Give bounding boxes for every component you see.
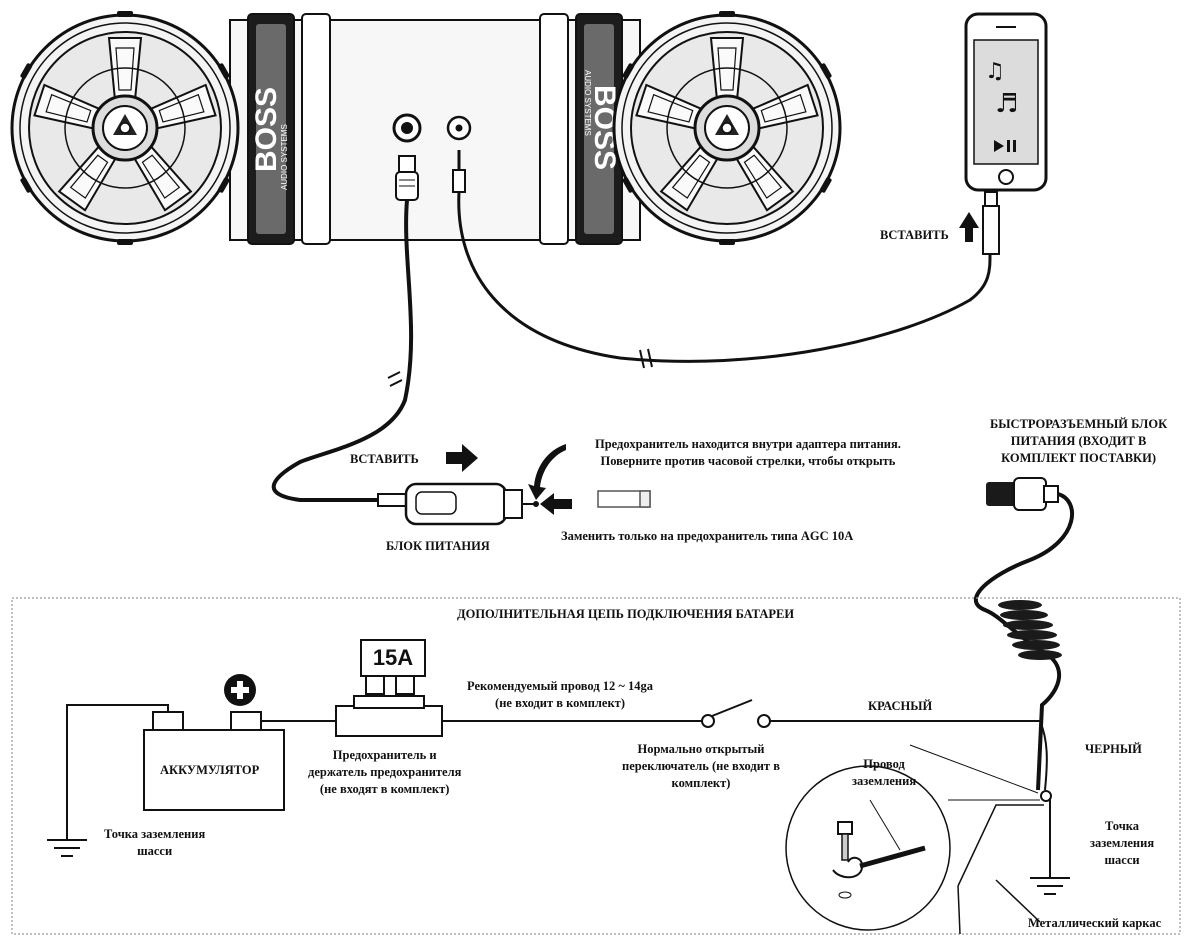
power-cable (271, 199, 414, 502)
insert-label-mid: ВСТАВИТЬ (350, 452, 419, 466)
up-arrow-icon (959, 212, 979, 242)
fuse (597, 490, 651, 508)
switch-line3: комплект) (671, 776, 731, 790)
left-arrow-icon (540, 493, 572, 515)
ground-wire-line1: Провод (863, 757, 905, 771)
switch-line1: Нормально открытый (637, 742, 765, 756)
ground-detail-magnifier (785, 744, 1040, 931)
battery-label: АККУМУЛЯТОР (160, 763, 260, 777)
replace-note: Заменить только на предохранитель типа A… (561, 529, 854, 543)
brand-text-left: BOSS (250, 87, 283, 172)
ground-wire-label: Провод заземления (852, 756, 916, 790)
power-adapter (377, 482, 539, 526)
fuse-holder-line3: (не входят в комплект) (319, 782, 450, 796)
fuse-note: Предохранитель находится внутри адаптера… (595, 436, 901, 470)
battery (143, 711, 285, 811)
switch-label: Нормально открытый переключатель (не вхо… (622, 741, 780, 792)
power-plug (395, 155, 419, 201)
chassis-left-line2: шасси (137, 844, 173, 858)
right-arrow-icon (446, 444, 478, 472)
circuit-title: ДОПОЛНИТЕЛЬНАЯ ЦЕПЬ ПОДКЛЮЧЕНИЯ БАТАРЕИ (457, 607, 795, 621)
fuse-note-line1: Предохранитель находится внутри адаптера… (595, 437, 901, 451)
chassis-right-line2: заземления (1090, 836, 1155, 850)
fuse-holder-line1: Предохранитель и (332, 748, 437, 762)
music-note-icon: ♬ (995, 89, 1018, 119)
play-pause-icon (994, 140, 1016, 152)
switch-line2: переключатель (не входит в (622, 759, 780, 773)
aux-cable (457, 191, 992, 363)
fuse-value-tag: 15A (360, 639, 426, 677)
chassis-ground-right: Точка заземления шасси (1090, 818, 1154, 869)
quick-disconnect (986, 477, 1059, 511)
chassis-right-line3: шасси (1104, 853, 1140, 867)
curved-arrow-icon (528, 444, 566, 500)
red-wire-label: КРАСНЫЙ (868, 699, 933, 713)
black-wire-label: ЧЕРНЫЙ (1085, 742, 1142, 756)
chassis-left-line1: Точка заземления (104, 827, 206, 841)
smartphone: ♫ ♬ (964, 12, 1048, 255)
wire-rec-line2: (не входит в комплект) (495, 696, 625, 710)
fuse-note-line2: Поверните против часовой стрелки, чтобы … (600, 454, 896, 468)
wire-recommendation: Рекомендуемый провод 12 ~ 14ga (не входи… (467, 678, 653, 712)
music-note-icon: ♫ (985, 59, 1005, 84)
quick-block-line1: БЫСТРОРАЗЪЕМНЫЙ БЛОК (990, 417, 1168, 431)
insert-label-top: ВСТАВИТЬ (880, 228, 949, 242)
optional-circuit-frame (11, 597, 1181, 935)
wire-rec-line1: Рекомендуемый провод 12 ~ 14ga (467, 679, 654, 693)
chassis-ground-left: Точка заземления шасси (104, 826, 205, 860)
plus-icon (224, 674, 256, 706)
chassis-right-line1: Точка (1105, 819, 1140, 833)
quick-block-line2: ПИТАНИЯ (ВХОДИТ В (1010, 434, 1147, 448)
speaker-tube: BOSS AUDIO SYSTEMS BOSS AUDIO SYSTEMS (229, 13, 641, 245)
quick-block-line3: КОМПЛЕКТ ПОСТАВКИ) (1001, 451, 1156, 465)
speaker-left (10, 9, 240, 247)
ground-symbol-icon (1029, 859, 1071, 895)
metal-frame-label: Металлический каркас (1028, 916, 1162, 930)
fuse-holder-label: Предохранитель и держатель предохранител… (308, 747, 461, 798)
fuse-holder (335, 671, 443, 737)
brand-sub-left: AUDIO SYSTEMS (280, 124, 289, 190)
brand-sub-right: AUDIO SYSTEMS (583, 70, 592, 136)
coiled-cable (973, 492, 1074, 791)
quick-block-label: БЫСТРОРАЗЪЕМНЫЙ БЛОК ПИТАНИЯ (ВХОДИТ В К… (990, 416, 1167, 467)
ground-symbol-icon (46, 821, 88, 857)
metal-frame (957, 804, 1044, 935)
power-unit-label: БЛОК ПИТАНИЯ (386, 539, 490, 553)
fuse-holder-line2: держатель предохранителя (308, 765, 462, 779)
switch-icon (701, 699, 771, 728)
speaker-right (612, 9, 842, 247)
ground-wire-line2: заземления (852, 774, 917, 788)
